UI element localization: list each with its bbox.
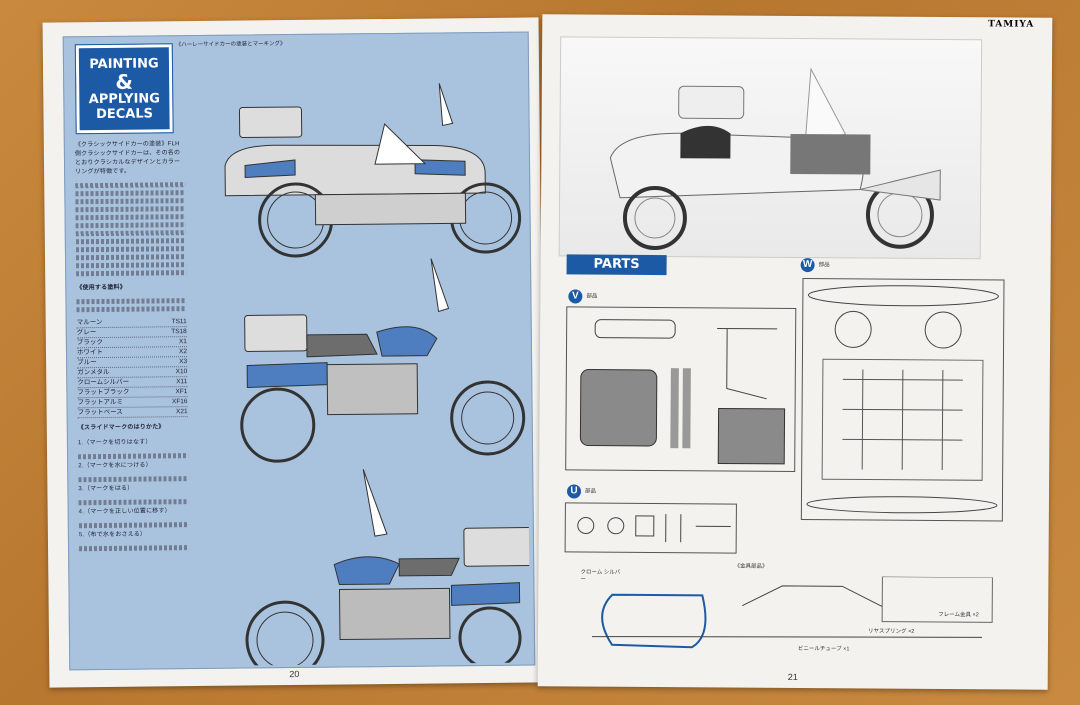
paint-code: X21 [175,408,188,416]
paint-name: フラットブラック [77,388,130,397]
parts-w-text: 部品 [818,262,830,269]
instruction-column: 《クラシックサイドカーの塗装》FLH側クラシックサイドカーは、その名のとおりクラ… [74,140,190,554]
right-page: TAMIYA PARTS V 部品 W 部品 [537,14,1053,690]
left-page: PAINTING & APPLYING DECALS 《ハーレーサイドカーの塗装… [42,17,546,688]
paint-code: X2 [178,348,188,356]
paint-code: X11 [176,378,188,386]
left-page-number: 20 [289,668,300,680]
parts-banner: PARTS [566,254,667,276]
motorcycle-left-view [245,469,531,667]
motorcycle-illustrations [224,83,531,667]
decal-step: 1.（マークを切りはなす） [77,439,152,447]
paint-name: ブルー [77,359,97,367]
sprue-v-drawing [579,319,786,465]
parts-w-label: W [800,258,815,273]
sprue-u [564,502,737,554]
parts-u-label: U [566,484,582,499]
sidecar-illustration [224,83,522,258]
sprue-w [800,278,1005,522]
paints-header: 《使用する塗料》 [76,284,126,292]
paint-list: マルーン TS11 グレー TS18 ブラック X1 ホワイト X2 ブルー X3 ガンメタル X10… [76,317,188,419]
paint-name: ホワイト [76,349,104,357]
body-paragraph: 《クラシックサイドカーの塗装》FLH側クラシックサイドカーは、その名のとおりクラ… [74,141,181,176]
painting-title-box: PAINTING & APPLYING DECALS [74,43,174,135]
parts-u-text: 部品 [584,488,597,495]
tamiya-logo: TAMIYA [988,19,1035,30]
paint-code: X10 [175,368,188,376]
decal-step: 3.（マークをはる） [78,485,134,493]
decal-header: 《スライドマークのはりかた》 [77,424,165,432]
misc-parts-label: 《金具部品》 [734,563,768,570]
sprue-w-drawing [806,285,999,514]
paint-code: X1 [178,338,187,346]
paint-code: TS11 [171,318,187,326]
paint-name: クロームシルバー [77,378,130,387]
paint-name: フラットアルミ [77,398,123,407]
right-page-number: 21 [787,671,798,683]
title-line-3: DECALS [95,105,154,122]
rear-spring-label: リヤスプリング ×2 [868,628,915,635]
paint-name: フラットベース [77,408,123,417]
sidecar-photo [558,36,983,260]
title-ampersand: & [115,69,133,94]
paint-code: TS18 [171,328,187,336]
frame-label: フレーム金具 ×2 [938,612,979,619]
decal-step: 2.（マークを水につける） [78,462,152,470]
motorcycle-right-view [240,258,526,463]
title-line-2: APPLYING [88,90,161,107]
paint-name: グレー [76,329,97,337]
painting-panel: PAINTING & APPLYING DECALS 《ハーレーサイドカーの塗装… [62,31,536,671]
parts-v-text: 部品 [586,293,598,300]
paint-code: XF16 [171,398,188,406]
sidecar-photo-image [609,67,941,251]
vinyl-tube-label: ビニールチューブ ×1 [797,646,850,653]
decal-step: 4.（マークを正しい位置に移す） [78,508,171,516]
sprue-u-drawing [577,514,731,543]
paint-name: ガンメタル [77,368,110,377]
header-note: 《ハーレーサイドカーの塗装とマーキング》 [175,41,286,49]
paint-row: フラットベース X21 [77,407,188,419]
paint-code: XF1 [175,388,188,396]
sprue-v [565,306,797,473]
parts-v-label: V [568,289,583,304]
metal-parts-drawing [592,576,993,649]
paint-name: ブラック [76,339,103,347]
decal-steps: 1.（マークを切りはなす） 2.（マークを水につける） 3.（マークをはる） 4.（マ… [77,438,190,552]
paint-code: X3 [179,358,188,366]
paint-name: マルーン [76,319,103,327]
decal-step: 5.（布で水をおさえる） [78,531,147,539]
